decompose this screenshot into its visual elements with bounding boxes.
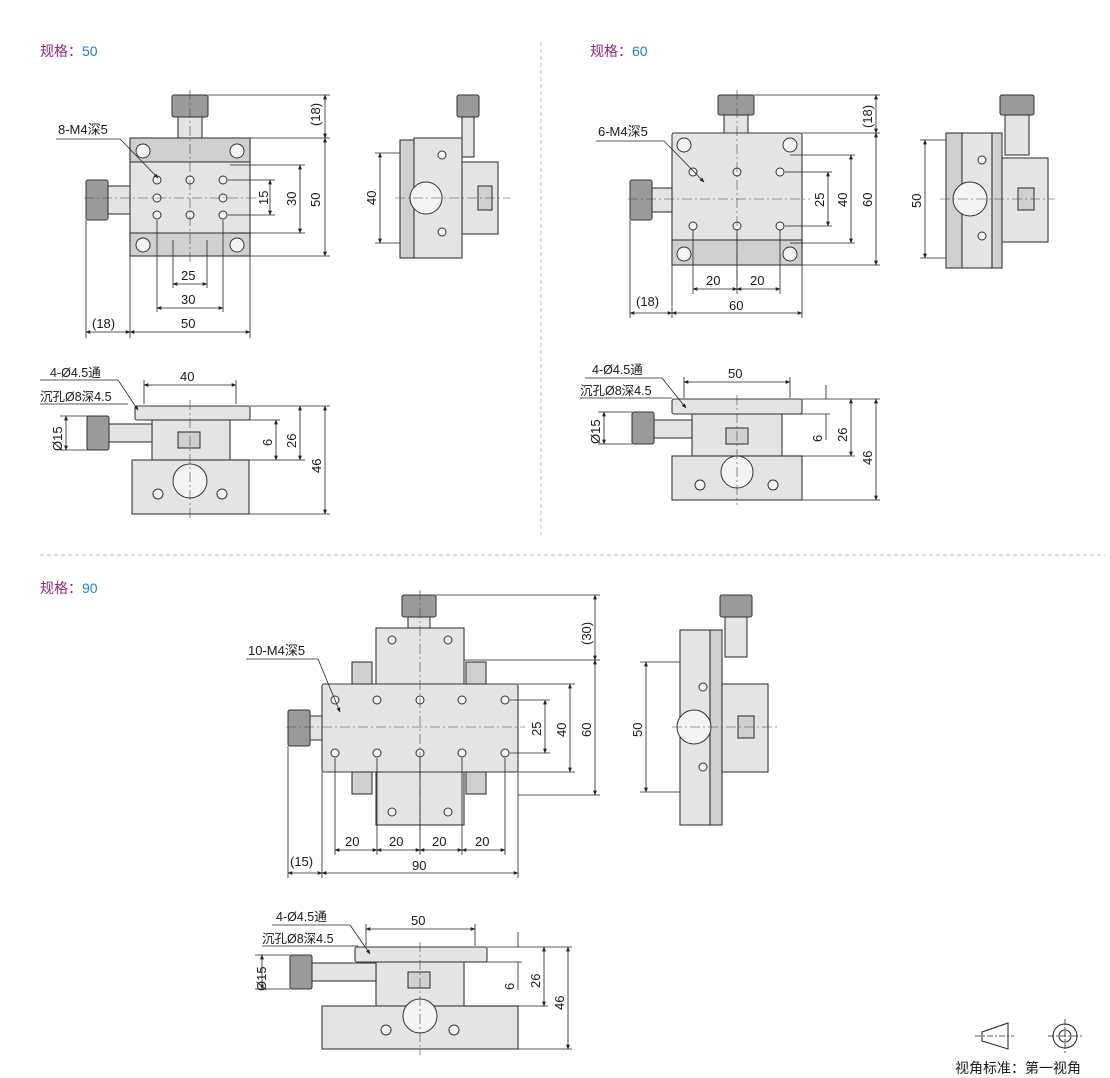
svg-text:50: 50 bbox=[728, 366, 742, 381]
svg-text:46: 46 bbox=[860, 451, 875, 465]
svg-text:25: 25 bbox=[181, 268, 195, 283]
svg-text:90: 90 bbox=[412, 858, 426, 873]
projection-standard-label: 视角标准：第一视角 bbox=[955, 1060, 1081, 1076]
svg-text:60: 60 bbox=[729, 298, 743, 313]
spec60-mount-note-1: 4-Ø4.5通 bbox=[592, 363, 643, 377]
spec90-holes-note: 10-M4深5 bbox=[248, 643, 305, 658]
svg-text:50: 50 bbox=[909, 194, 924, 208]
spec50-front-view bbox=[84, 90, 258, 262]
section-label-90: 规格：90 bbox=[40, 580, 98, 596]
first-angle-projection-symbol bbox=[975, 1019, 1082, 1053]
spec60-front-view bbox=[628, 90, 810, 290]
svg-text:20: 20 bbox=[475, 834, 489, 849]
spec90-mount-note-2: 沉孔Ø8深4.5 bbox=[262, 932, 334, 946]
svg-text:46: 46 bbox=[309, 459, 324, 473]
svg-text:40: 40 bbox=[180, 369, 194, 384]
spec90-side-view: 50 bbox=[630, 594, 780, 826]
svg-text:20: 20 bbox=[432, 834, 446, 849]
svg-text:40: 40 bbox=[364, 191, 379, 205]
svg-text:20: 20 bbox=[750, 273, 764, 288]
svg-text:50: 50 bbox=[630, 723, 645, 737]
svg-text:50: 50 bbox=[308, 193, 323, 207]
svg-text:6: 6 bbox=[810, 435, 825, 442]
svg-text:60: 60 bbox=[579, 723, 594, 737]
spec60-holes-note: 6-M4深5 bbox=[598, 124, 648, 139]
svg-text:Ø15: Ø15 bbox=[50, 426, 65, 451]
svg-text:(30): (30) bbox=[579, 622, 594, 645]
svg-text:26: 26 bbox=[284, 434, 299, 448]
svg-text:20: 20 bbox=[345, 834, 359, 849]
section-label-60: 规格：60 bbox=[590, 43, 648, 59]
spec50-side-view: 40 bbox=[364, 94, 510, 259]
svg-text:40: 40 bbox=[554, 723, 569, 737]
svg-text:(18): (18) bbox=[308, 103, 323, 126]
spec60-dimensions: 6-M4深5 (18) 60 25 40 20 20 (18) 60 bbox=[596, 94, 880, 318]
svg-text:20: 20 bbox=[706, 273, 720, 288]
spec50-dimensions: 8-M4深5 (18) 50 15 30 25 30 (18) 50 bbox=[56, 94, 330, 338]
svg-text:25: 25 bbox=[812, 193, 827, 207]
svg-text:6: 6 bbox=[260, 439, 275, 446]
svg-text:50: 50 bbox=[411, 913, 425, 928]
spec90-dimensions: 10-M4深5 (30) 60 25 40 20 20 20 20 (15) bbox=[246, 594, 600, 878]
svg-text:50: 50 bbox=[181, 316, 195, 331]
svg-text:(18): (18) bbox=[92, 316, 115, 331]
svg-text:(18): (18) bbox=[636, 294, 659, 309]
spec90-bottom-view: 50 4-Ø4.5通 沉孔Ø8深4.5 Ø15 6 26 46 bbox=[254, 910, 572, 1055]
svg-text:15: 15 bbox=[256, 191, 271, 205]
spec50-bottom-view: 40 4-Ø4.5通 沉孔Ø8深4.5 Ø15 6 26 46 bbox=[40, 366, 330, 518]
svg-text:Ø15: Ø15 bbox=[254, 966, 269, 991]
svg-text:30: 30 bbox=[181, 292, 195, 307]
svg-text:26: 26 bbox=[835, 428, 850, 442]
spec50-mount-note-1: 4-Ø4.5通 bbox=[50, 366, 101, 380]
spec60-mount-note-2: 沉孔Ø8深4.5 bbox=[580, 384, 652, 398]
spec90-front-view bbox=[286, 590, 525, 830]
svg-text:25: 25 bbox=[529, 722, 544, 736]
svg-text:(15): (15) bbox=[290, 854, 313, 869]
svg-text:Ø15: Ø15 bbox=[588, 419, 603, 444]
spec50-holes-note: 8-M4深5 bbox=[58, 122, 108, 137]
svg-text:60: 60 bbox=[860, 193, 875, 207]
spec60-side-view: 50 bbox=[909, 94, 1055, 269]
spec50-mount-note-2: 沉孔Ø8深4.5 bbox=[40, 390, 112, 404]
svg-text:26: 26 bbox=[528, 974, 543, 988]
svg-text:46: 46 bbox=[552, 996, 567, 1010]
svg-text:6: 6 bbox=[502, 983, 517, 990]
svg-text:30: 30 bbox=[284, 192, 299, 206]
spec90-mount-note-1: 4-Ø4.5通 bbox=[276, 910, 327, 924]
spec60-bottom-view: 50 4-Ø4.5通 沉孔Ø8深4.5 Ø15 6 26 46 bbox=[580, 363, 880, 505]
svg-text:(18): (18) bbox=[860, 105, 875, 128]
section-label-50: 规格：50 bbox=[40, 43, 98, 59]
svg-text:40: 40 bbox=[835, 193, 850, 207]
svg-text:20: 20 bbox=[389, 834, 403, 849]
